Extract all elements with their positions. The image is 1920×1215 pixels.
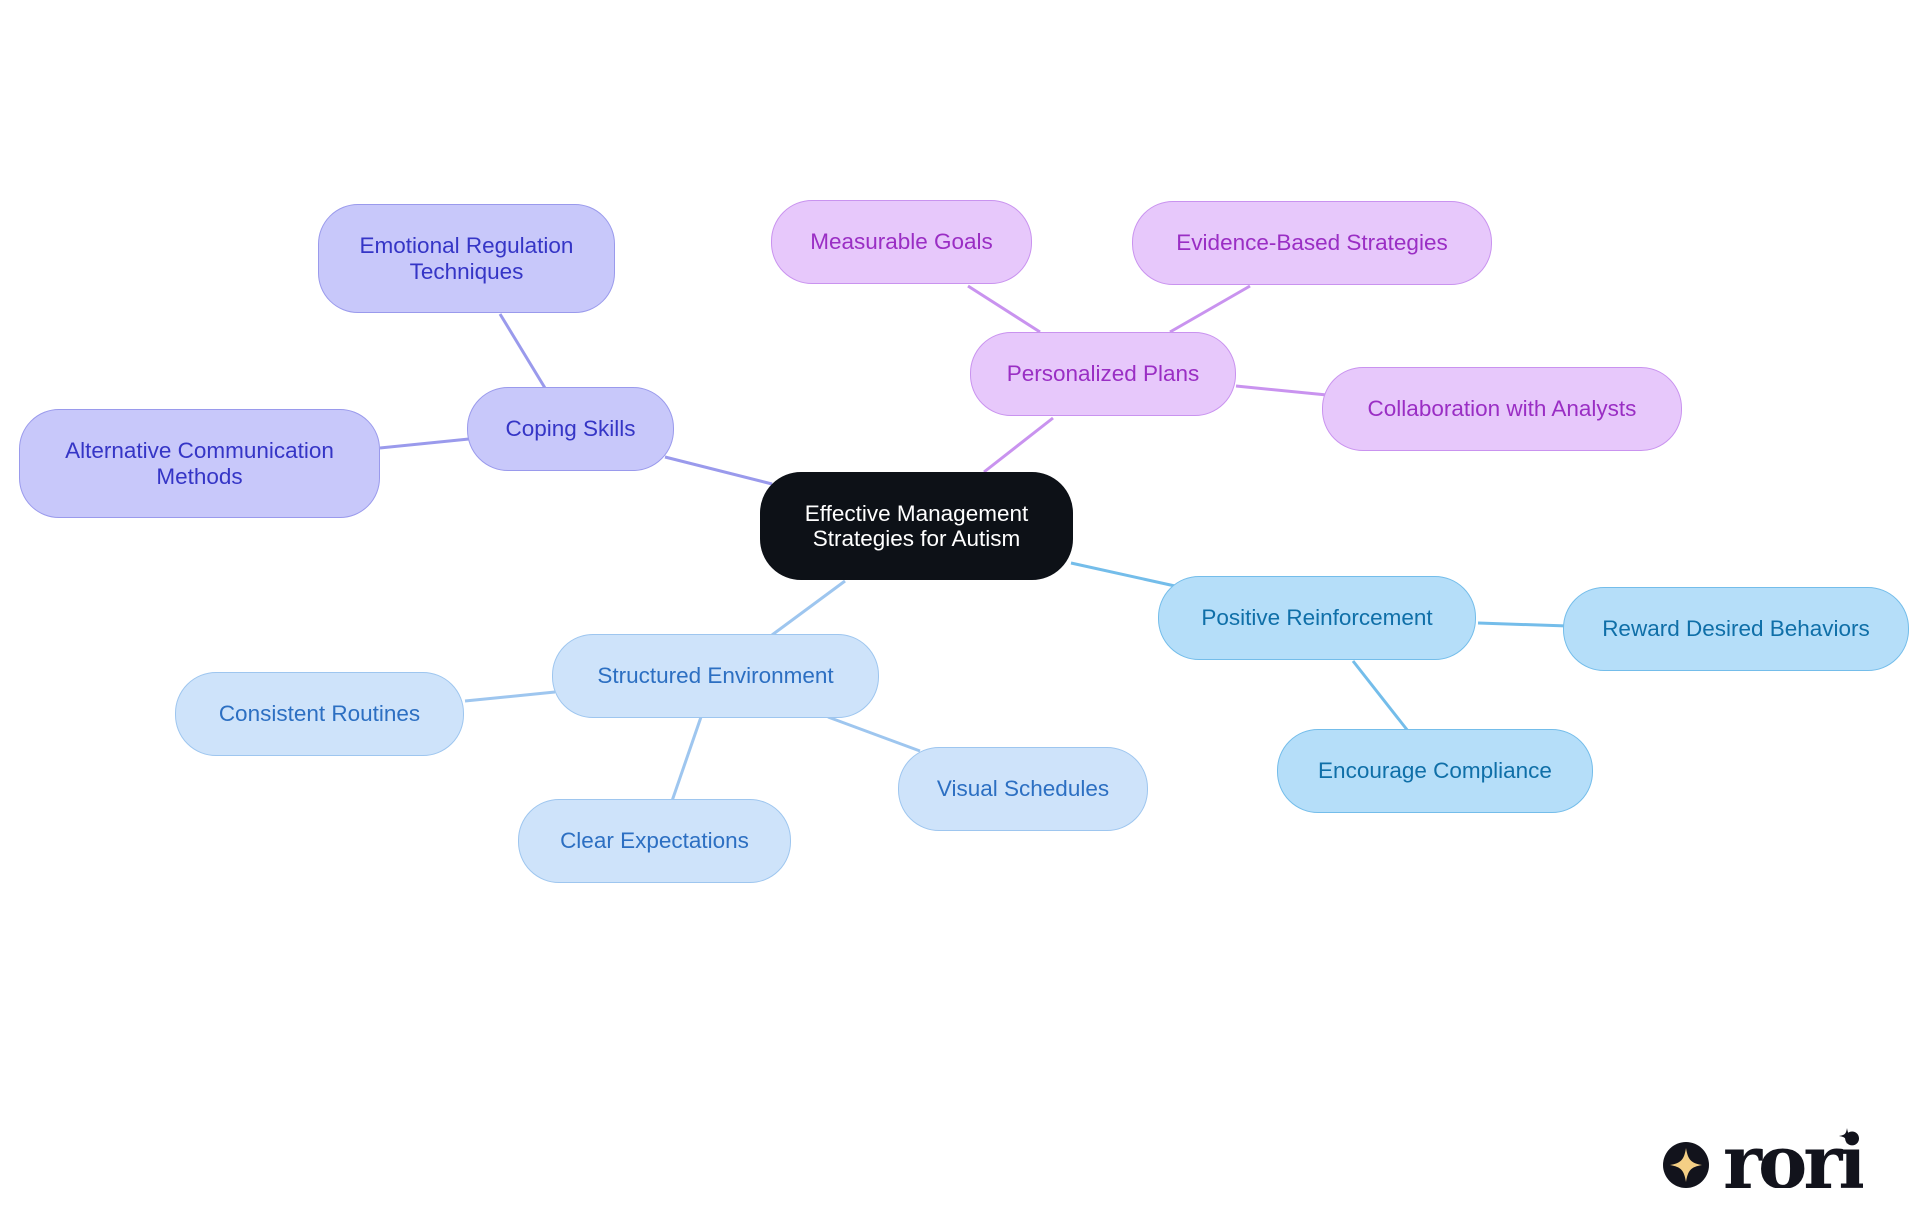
- edge-root-reinforcement: [1070, 561, 1176, 588]
- node-evidence-based-strategies: Evidence-Based Strategies: [1132, 201, 1492, 285]
- node-positive-reinforcement: Positive Reinforcement: [1158, 576, 1476, 660]
- edge-structured-clear: [670, 716, 703, 802]
- node-clear-expectations: Clear Expectations: [518, 799, 791, 883]
- node-personalized-plans: Personalized Plans: [970, 332, 1236, 416]
- edge-structured-visual: [827, 715, 921, 753]
- node-visual-schedules: Visual Schedules: [898, 747, 1148, 831]
- node-encourage-compliance: Encourage Compliance: [1277, 729, 1593, 813]
- edge-personalized-collaboration: [1235, 384, 1328, 397]
- edge-coping-alternative-communication: [379, 437, 470, 450]
- edge-reinforcement-reward: [1477, 621, 1569, 628]
- node-measurable-goals: Measurable Goals: [771, 200, 1032, 284]
- brand-wordmark: rori: [1723, 1128, 1863, 1188]
- node-emotional-regulation-techniques: Emotional Regulation Techniques: [318, 204, 615, 313]
- rori-logo-icon: rori: [1663, 1128, 1863, 1188]
- edge-root-personalized: [983, 416, 1054, 474]
- edge-coping-emotional-regulation: [498, 313, 547, 389]
- node-alternative-communication-methods: Alternative Communication Methods: [19, 409, 380, 518]
- node-collaboration-with-analysts: Collaboration with Analysts: [1322, 367, 1682, 451]
- node-reward-desired-behaviors: Reward Desired Behaviors: [1563, 587, 1909, 671]
- node-coping-skills: Coping Skills: [467, 387, 674, 471]
- edge-structured-consistent: [464, 690, 556, 703]
- edge-personalized-measurable: [967, 284, 1041, 334]
- edge-root-structured: [771, 579, 846, 637]
- root-node: Effective Management Strategies for Auti…: [760, 472, 1073, 580]
- edge-root-coping: [664, 455, 773, 486]
- node-consistent-routines: Consistent Routines: [175, 672, 464, 756]
- node-structured-environment: Structured Environment: [552, 634, 879, 718]
- edge-reinforcement-encourage: [1351, 660, 1410, 732]
- edge-personalized-evidence: [1169, 284, 1251, 334]
